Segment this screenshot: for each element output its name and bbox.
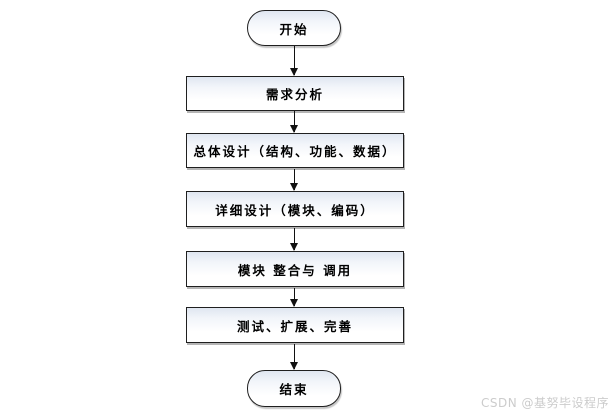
- node-label-start: 开始: [279, 21, 309, 37]
- flowchart-node-end: 结束: [247, 370, 341, 407]
- flowchart-node-detailed-design: 详细设计（模块、编码）: [186, 191, 404, 227]
- arrow-start-to-requirements: [289, 46, 299, 76]
- flowchart-node-module-integration: 模块 整合与 调用: [186, 251, 404, 287]
- csdn-watermark: CSDN @基努毕设程序: [480, 396, 609, 410]
- node-label-end: 结束: [279, 382, 309, 397]
- node-label-detailed-design: 详细设计（模块、编码）: [215, 202, 375, 218]
- node-label-requirements: 需求分析: [265, 87, 324, 102]
- node-label-overall-design: 总体设计（结构、功能、数据）: [193, 144, 397, 159]
- node-label-module-integration: 模块 整合与 调用: [237, 262, 353, 278]
- node-label-testing: 测试、扩展、完善: [236, 318, 353, 334]
- flowchart-node-testing: 测试、扩展、完善: [186, 307, 404, 343]
- flowchart-node-overall-design: 总体设计（结构、功能、数据）: [186, 133, 404, 168]
- flowchart-node-requirements: 需求分析: [186, 76, 404, 111]
- flowchart-node-start: 开始: [247, 10, 341, 46]
- arrow-requirements-to-overall-design: [289, 111, 299, 133]
- arrow-module-integration-to-testing: [289, 288, 299, 307]
- arrow-testing-to-end: [289, 344, 299, 370]
- arrow-overall-design-to-detailed-design: [289, 169, 299, 191]
- arrow-detailed-design-to-module-integration: [289, 228, 299, 251]
